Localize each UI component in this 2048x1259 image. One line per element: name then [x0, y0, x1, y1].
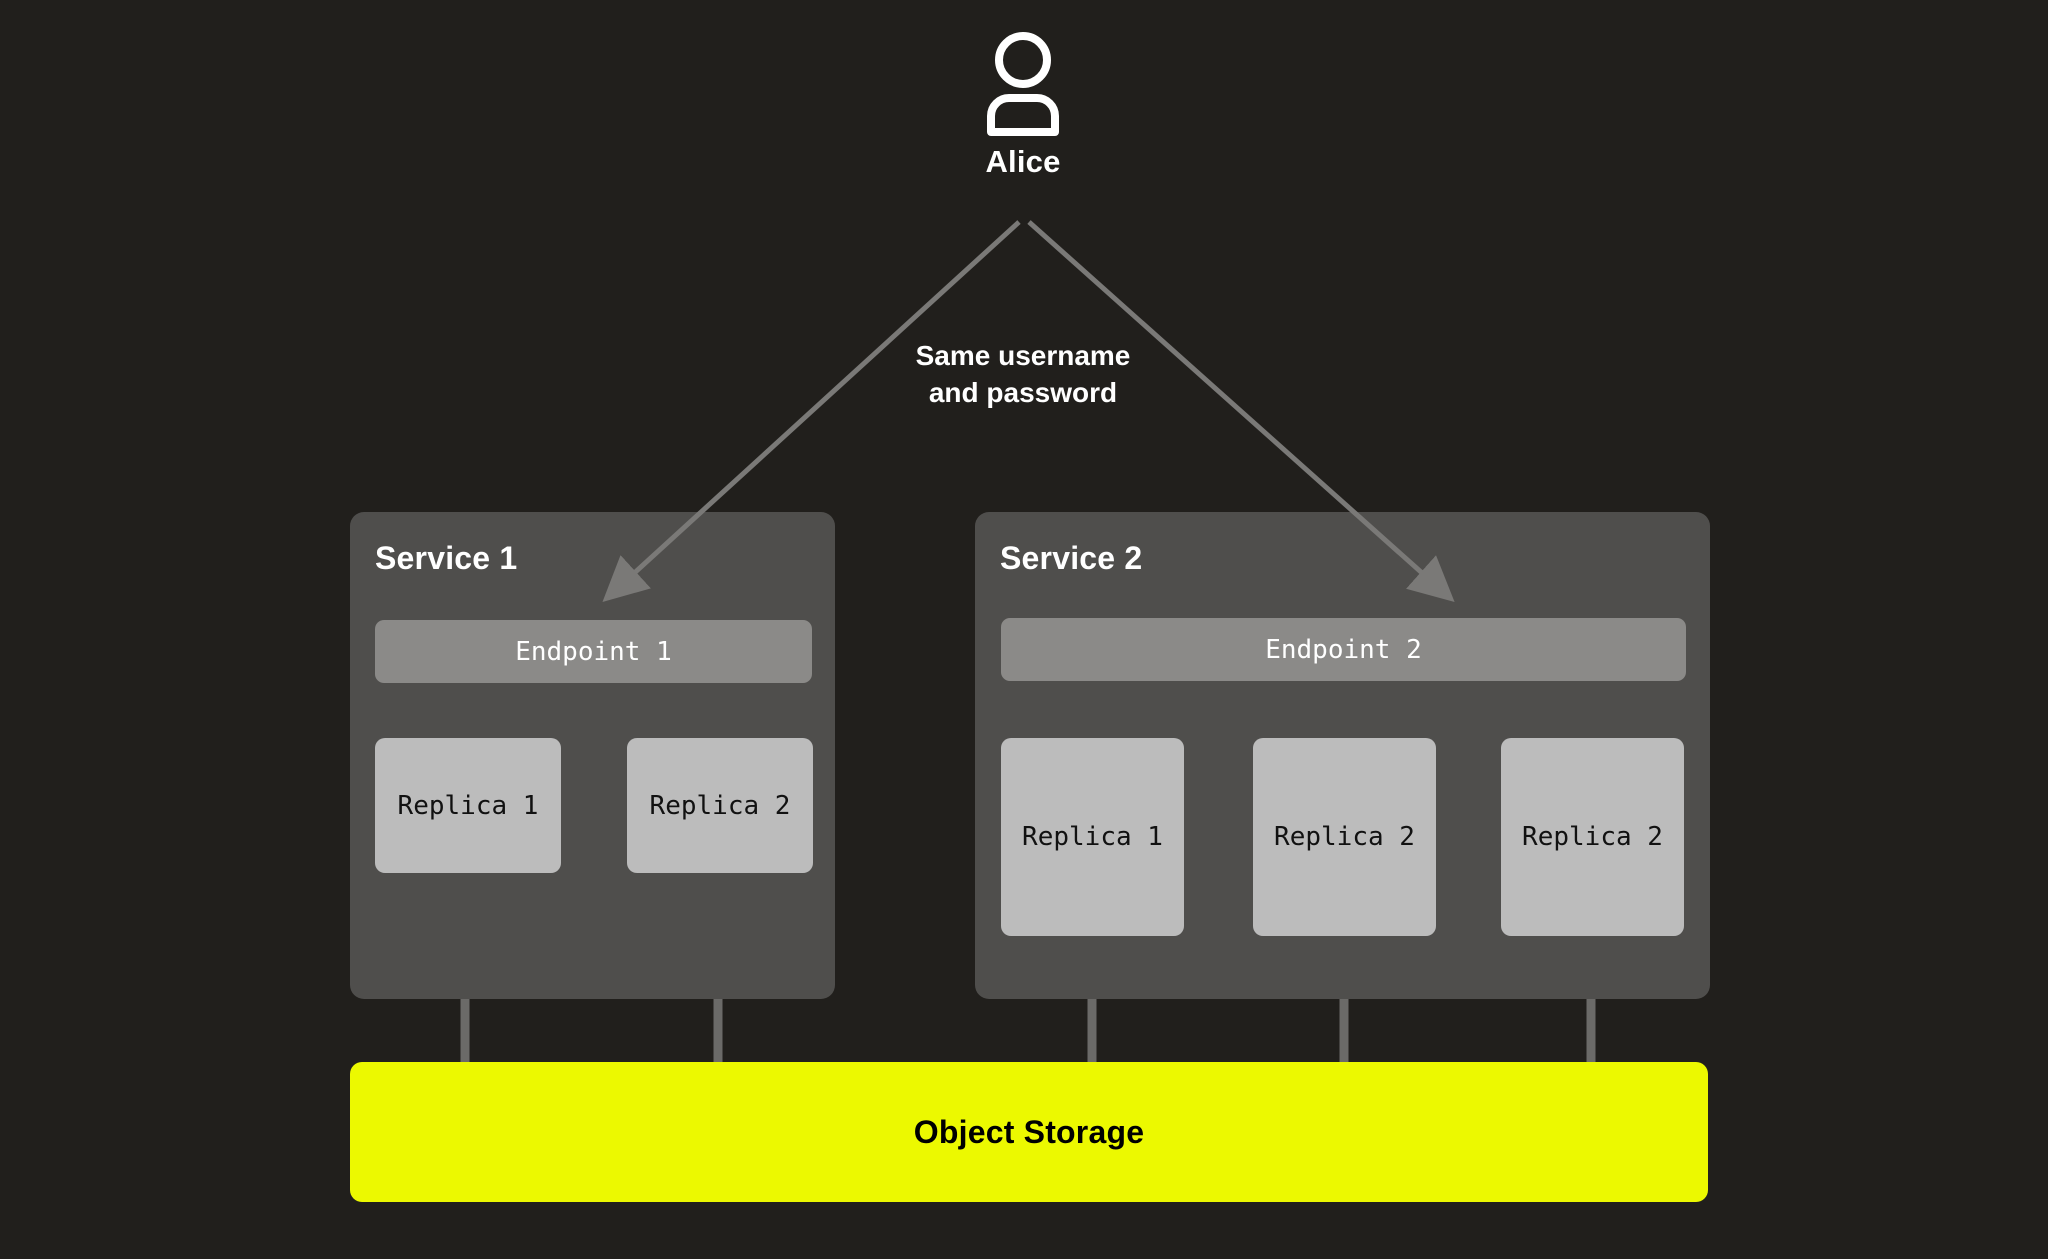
service-2-title: Service 2	[1000, 540, 1143, 576]
user-icon	[987, 32, 1059, 136]
replica-box[interactable]: Replica 2	[1253, 738, 1436, 936]
edge-caption-line-2: and password	[928, 377, 1118, 409]
replica-box[interactable]: Replica 2	[1501, 738, 1684, 936]
endpoint-2[interactable]: Endpoint 2	[1001, 618, 1686, 681]
actor-label: Alice	[985, 144, 1061, 179]
service-1-title: Service 1	[375, 540, 518, 576]
actor-alice: Alice	[923, 28, 1123, 180]
replica-box[interactable]: Replica 1	[375, 738, 561, 873]
edge-caption-line-1: Same username	[915, 340, 1131, 371]
endpoint-1[interactable]: Endpoint 1	[375, 620, 812, 683]
edge-caption: Same username and password	[823, 337, 1223, 411]
replica-box[interactable]: Replica 2	[627, 738, 813, 873]
object-storage-label: Object Storage	[913, 1113, 1145, 1150]
replica-box[interactable]: Replica 1	[1001, 738, 1184, 936]
object-storage-bar[interactable]: Object Storage	[350, 1062, 1708, 1202]
